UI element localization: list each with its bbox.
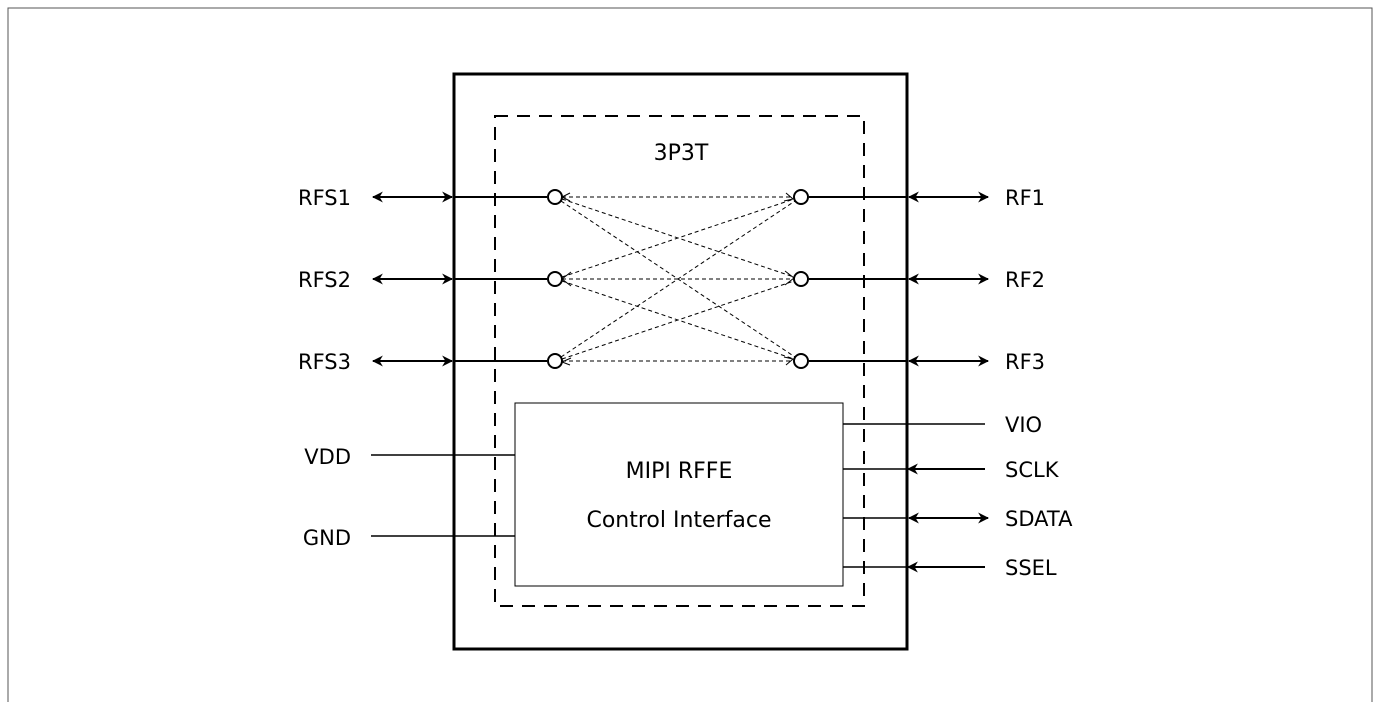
switch-title: 3P3T (654, 141, 709, 166)
pin-label-rf1: RF1 (1005, 186, 1045, 210)
pin-label-vio: VIO (1005, 413, 1042, 437)
pin-label-ssel: SSEL (1005, 556, 1057, 580)
pin-label-rfs2: RFS2 (298, 268, 351, 292)
die-boundary (494, 115, 865, 607)
path-rfs3-rf2 (561, 280, 795, 360)
terminal-rf1 (793, 189, 809, 205)
switch-paths (560, 196, 796, 362)
terminal-rf3 (793, 353, 809, 369)
pin-label-rf2: RF2 (1005, 268, 1045, 292)
terminal-rfs3 (547, 353, 563, 369)
pin-label-rf3: RF3 (1005, 350, 1045, 374)
control-block-line-1: MIPI RFFE (626, 459, 733, 484)
control-interface-block (514, 402, 844, 587)
pin-label-vdd: VDD (304, 445, 351, 469)
arrowhead-rf1 (783, 192, 795, 202)
pin-label-sdata: SDATA (1005, 507, 1073, 531)
pin-label-sclk: SCLK (1005, 458, 1060, 482)
pin-label-rfs1: RFS1 (298, 186, 351, 210)
path-rfs2-rf1 (561, 198, 795, 278)
path-rfs3-rf1 (560, 200, 796, 358)
pin-label-rfs3: RFS3 (298, 350, 351, 374)
pin-label-gnd: GND (303, 526, 351, 550)
terminal-rf2 (793, 271, 809, 287)
terminal-rfs1 (547, 189, 563, 205)
arrowhead-rf3 (783, 356, 795, 366)
control-block-line-2: Control Interface (586, 508, 771, 533)
page-frame (7, 7, 1373, 702)
terminal-rfs2 (547, 271, 563, 287)
